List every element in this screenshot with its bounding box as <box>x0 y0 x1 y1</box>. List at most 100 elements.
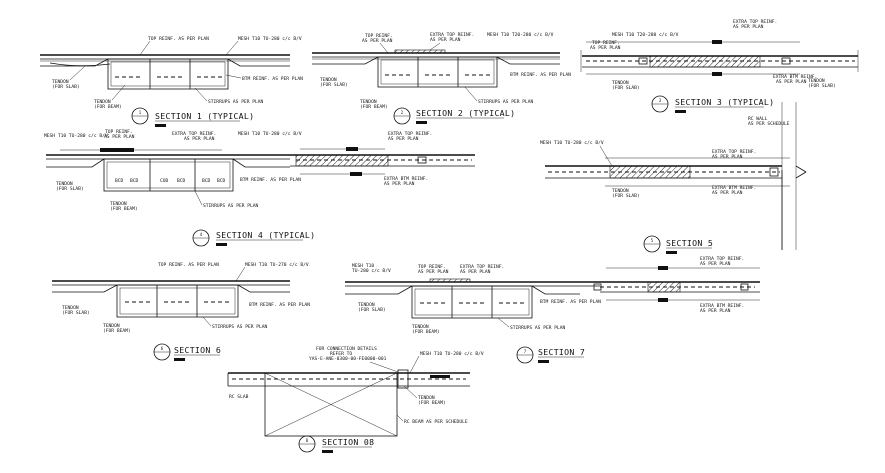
s3-top-reinf-label: TOP REINF. <box>592 40 620 46</box>
s5-mesh-label: MESH T10 TU-280 c/c B/V <box>540 140 604 146</box>
s4-tendon-slab-label: TENDON <box>56 181 73 187</box>
s6-tendon-beam-label: TENDON <box>103 323 120 329</box>
svg-text:8: 8 <box>306 438 309 443</box>
svg-text:(FOR SLAB): (FOR SLAB) <box>62 310 90 316</box>
s7-extra-btm-label: EXTRA BTM REINF. <box>700 303 744 309</box>
s1-top-reinf-label: TOP REINF. AS PER PLAN <box>148 36 209 42</box>
svg-text:AS PER PLAN: AS PER PLAN <box>733 24 764 30</box>
svg-text:AS PER PLAN: AS PER PLAN <box>712 190 743 196</box>
svg-text:(FOR BEAM): (FOR BEAM) <box>110 206 138 212</box>
svg-text:AS PER PLAN: AS PER PLAN <box>712 154 743 160</box>
svg-text:5: 5 <box>651 238 654 243</box>
svg-text:AS PER PLAN: AS PER PLAN <box>700 308 731 314</box>
svg-text:(FOR SLAB): (FOR SLAB) <box>808 83 836 89</box>
section-5-detail: RC WALL AS PER SCHEDULE MESH T10 TU-280 … <box>540 102 807 254</box>
s6-btm-reinf-label: BTM REINF. AS PER PLAN <box>249 302 310 308</box>
svg-text:BCD: BCD <box>130 178 139 184</box>
svg-text:3: 3 <box>659 98 662 103</box>
svg-text:1: 1 <box>139 110 142 115</box>
svg-text:AS PER PLAN: AS PER PLAN <box>700 261 731 267</box>
s4-tendon-beam-label: TENDON <box>110 201 127 207</box>
svg-text:AS PER PLAN: AS PER PLAN <box>362 38 393 44</box>
s4-extra-top-right-label: EXTRA TOP REINF. <box>388 131 432 137</box>
s8-beam-label: RC BEAM AS PER SCHEDULE <box>404 419 468 425</box>
s2-tendon-beam-label: TENDON <box>360 99 377 105</box>
s3-extra-btm-label: EXTRA BTM REINF. <box>773 74 817 80</box>
svg-text:(FOR SLAB): (FOR SLAB) <box>358 307 386 313</box>
svg-text:(FOR BEAM): (FOR BEAM) <box>360 104 388 110</box>
svg-text:2: 2 <box>401 110 404 115</box>
section-7-title: SECTION 7 <box>538 347 585 357</box>
svg-text:AS PER PLAN: AS PER PLAN <box>776 79 807 85</box>
section-6-title: SECTION 6 <box>174 345 221 355</box>
s7-top-reinf-label: TOP REINF. <box>418 264 446 270</box>
s2-stirrups-label: STIRRUPS AS PER PLAN <box>478 99 534 105</box>
section-4-detail: BCD BCD COD BCD BCD BCD MESH T10 TU-280 … <box>44 129 475 247</box>
section-7-title-block: 7 SECTION 7 <box>516 346 585 364</box>
section-2-title-block: 2 SECTION 2 (TYPICAL) <box>393 107 515 125</box>
s4-mesh-right-label: MESH T10 TU-280 c/c B/V <box>238 131 302 137</box>
svg-text:BCD: BCD <box>177 178 186 184</box>
svg-text:AS PER PLAN: AS PER PLAN <box>384 181 415 187</box>
s6-mesh-label: MESH T10 TU-270 c/c B/V <box>245 262 309 268</box>
svg-text:AS PER PLAN: AS PER PLAN <box>184 136 215 142</box>
s7-mesh-label: MESH T10 <box>352 263 374 269</box>
section-3-title-block: 3 SECTION 3 (TYPICAL) <box>651 95 774 113</box>
section-08-title-block: 8 SECTION 08 <box>298 435 374 453</box>
s3-tendon-slab-label: TENDON <box>612 80 629 86</box>
section-3-title: SECTION 3 (TYPICAL) <box>675 97 774 107</box>
svg-text:(FOR SLAB): (FOR SLAB) <box>320 82 348 88</box>
section-4-beam-marks: BCD BCD COD BCD BCD BCD <box>115 178 226 184</box>
s7-tendon-beam-label: TENDON <box>412 324 429 330</box>
s2-mesh-label: MESH T10 T20-280 c/c B/V <box>487 32 554 38</box>
section-08-detail: FOR CONNECTION DETAILS REFER TO YAS-E-AN… <box>227 346 484 453</box>
s8-connection-label: FOR CONNECTION DETAILS <box>316 346 377 352</box>
section-5-title: SECTION 5 <box>666 238 713 248</box>
s8-reference-label: YAS-E-ANE-0300-00-FE0000-001 <box>309 356 387 362</box>
s2-top-reinf-label: TOP REINF. <box>365 33 393 39</box>
section-4-title: SECTION 4 (TYPICAL) <box>216 230 315 240</box>
svg-text:(FOR BEAM): (FOR BEAM) <box>94 104 122 110</box>
svg-text:6: 6 <box>161 346 164 351</box>
s1-stirrups-label: STIRRUPS AS PER PLAN <box>208 99 264 105</box>
svg-text:AS PER PLAN: AS PER PLAN <box>388 136 419 142</box>
s4-top-reinf-label: TOP REINF. <box>105 129 133 135</box>
svg-text:(FOR BEAM): (FOR BEAM) <box>103 328 131 334</box>
s4-extra-top-label: EXTRA TOP REINF. <box>172 131 216 137</box>
section-2-detail: EXTRA TOP REINF. AS PER PLAN MESH T10 T2… <box>312 32 571 125</box>
svg-text:7: 7 <box>524 349 527 354</box>
svg-text:AS PER PLAN: AS PER PLAN <box>460 269 491 275</box>
svg-text:4: 4 <box>200 232 203 237</box>
s3-extra-top-label: EXTRA TOP REINF. <box>733 19 777 25</box>
svg-text:BCD: BCD <box>217 178 226 184</box>
svg-text:AS PER PLAN: AS PER PLAN <box>104 134 135 140</box>
s4-extra-btm-label: EXTRA BTM REINF. <box>384 176 428 182</box>
section-6-detail: TOP REINF. AS PER PLAN MESH T10 TU-270 c… <box>52 262 310 361</box>
section-4-title-block: 4 SECTION 4 (TYPICAL) <box>192 229 315 247</box>
s4-btm-reinf-label: BTM REINF. AS PER PLAN <box>240 177 301 183</box>
s8-slab-label: RC SLAB <box>229 394 249 400</box>
s4-stirrups-label: STIRRUPS AS PER PLAN <box>203 203 259 209</box>
s1-mesh-label: MESH T10 TU-280 c/c B/V <box>238 36 302 42</box>
svg-text:AS PER PLAN: AS PER PLAN <box>590 45 621 51</box>
section-1-title-block: 1 SECTION 1 (TYPICAL) <box>131 107 254 127</box>
svg-text:(FOR SLAB): (FOR SLAB) <box>612 193 640 199</box>
s5-extra-top-label: EXTRA TOP REINF. <box>712 149 756 155</box>
svg-text:(FOR BEAM): (FOR BEAM) <box>418 400 446 406</box>
s1-btm-reinf-label: BTM REINF. AS PER PLAN <box>242 76 303 82</box>
svg-text:AS PER SCHEDULE: AS PER SCHEDULE <box>748 121 790 127</box>
section-08-title: SECTION 08 <box>322 437 374 447</box>
s5-extra-btm-label: EXTRA BTM REINF. <box>712 185 756 191</box>
s6-tendon-slab-label: TENDON <box>62 305 79 311</box>
svg-text:AS PER PLAN: AS PER PLAN <box>418 269 449 275</box>
s1-tendon-slab-label: TENDON <box>52 79 69 85</box>
svg-text:BCD: BCD <box>202 178 211 184</box>
s7-extra-top-right-label: EXTRA TOP REINF. <box>700 256 744 262</box>
svg-text:(FOR BEAM): (FOR BEAM) <box>412 329 440 335</box>
s3-mesh-label: MESH T10 T20-280 c/c B/V <box>612 32 679 38</box>
svg-text:TU-280 c/c B/V: TU-280 c/c B/V <box>352 268 391 274</box>
svg-text:(FOR SLAB): (FOR SLAB) <box>612 85 640 91</box>
section-2-title: SECTION 2 (TYPICAL) <box>416 108 515 118</box>
s5-wall-label: RC WALL <box>748 116 768 122</box>
s4-mesh-label: MESH T10 TU-280 c/c B/V <box>44 133 108 139</box>
